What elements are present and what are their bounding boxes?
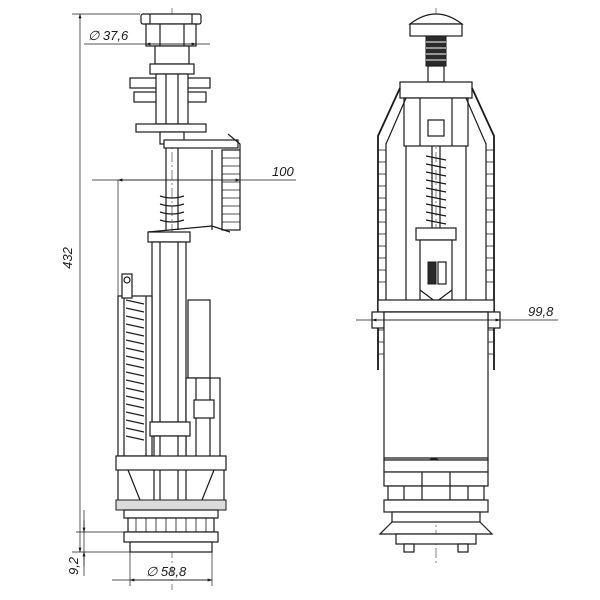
dim-base-height: 9,2 [66,510,128,576]
push-button-cap [140,13,202,65]
dim-width-right-label: 99,8 [528,304,554,319]
dim-height-total-label: 432 [60,246,75,268]
front-base [378,471,494,553]
dim-height-total: 432 [60,13,140,553]
float-arm [147,133,241,233]
front-button [408,13,464,83]
dim-cap-diameter: ∅ 37,6 [84,28,210,46]
main-body [115,231,227,553]
upper-guide [129,63,211,145]
dim-cap-diameter-label: ∅ 37,6 [88,28,129,43]
dim-base-height-label: 9,2 [66,556,81,575]
front-cage [377,81,495,370]
side-view: 432 ∅ 37,6 100 9,2 ∅ [60,8,296,590]
dim-base-diameter-label: ∅ 58,8 [146,564,187,579]
dim-width-left-label: 100 [272,164,294,179]
front-view: 99,8 [356,8,558,566]
front-cylinder [383,311,489,473]
dim-width-right: 99,8 [356,304,558,322]
dim-width-left: 100 [92,164,296,296]
dim-base-diameter: ∅ 58,8 [112,552,213,586]
